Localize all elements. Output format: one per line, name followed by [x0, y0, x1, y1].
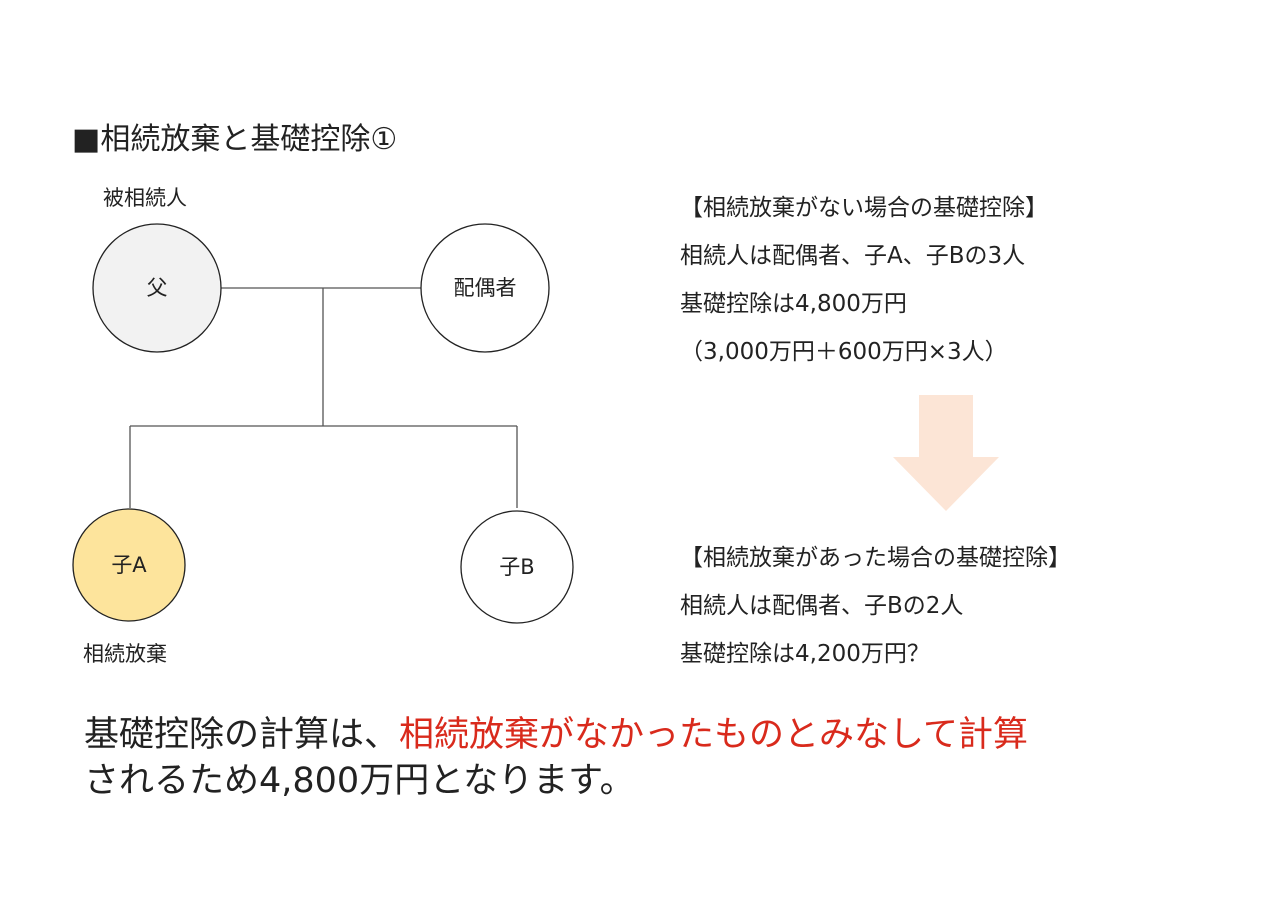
decedent-label: 被相続人 [103, 186, 187, 210]
without-renunciation-deduction: 基礎控除は4,800万円 [680, 291, 907, 317]
child-b-label: 子B [499, 555, 534, 579]
child-b-node: 子B [460, 510, 574, 624]
conclusion-part-1: 基礎控除の計算は、 [84, 715, 400, 755]
conclusion-highlight: 相続放棄がなかったものとみなして計算 [399, 715, 1028, 755]
spouse-label: 配偶者 [454, 276, 517, 300]
father-circle [92, 223, 222, 353]
without-renunciation-heirs: 相続人は配偶者、子A、子Bの3人 [680, 243, 1026, 269]
down-arrow-icon [893, 395, 999, 511]
with-renunciation-block: 【相続放棄があった場合の基礎控除】 相続人は配偶者、子Bの2人 基礎控除は4,2… [680, 534, 1071, 678]
slide-title: ■相続放棄と基礎控除① [72, 122, 398, 157]
child-a-circle [72, 508, 186, 622]
without-renunciation-heading: 【相続放棄がない場合の基礎控除】 [680, 195, 1048, 221]
without-renunciation-formula: （3,000万円＋600万円×3人） [680, 339, 1008, 365]
father-node: 父 [92, 223, 222, 353]
conclusion-text: 基礎控除の計算は、相続放棄がなかったものとみなして計算 されるため4,800万円… [84, 712, 1028, 804]
father-label: 父 [147, 276, 168, 300]
connector-lines [129, 287, 518, 508]
spouse-circle [420, 223, 550, 353]
conclusion-line-1: 基礎控除の計算は、相続放棄がなかったものとみなして計算 [84, 712, 1028, 758]
child-a-node: 子A [72, 508, 186, 622]
renounced-label: 相続放棄 [83, 642, 167, 666]
with-renunciation-deduction: 基礎控除は4,200万円？ [680, 641, 930, 667]
child-a-label: 子A [111, 553, 147, 577]
with-renunciation-heading: 【相続放棄があった場合の基礎控除】 [680, 545, 1071, 571]
without-renunciation-block: 【相続放棄がない場合の基礎控除】 相続人は配偶者、子A、子Bの3人 基礎控除は4… [680, 184, 1048, 376]
conclusion-line-2: されるため4,800万円となります。 [84, 761, 635, 801]
child-b-circle [460, 510, 574, 624]
down-arrow-shape [893, 395, 999, 511]
with-renunciation-heirs: 相続人は配偶者、子Bの2人 [680, 593, 964, 619]
spouse-node: 配偶者 [420, 223, 550, 353]
